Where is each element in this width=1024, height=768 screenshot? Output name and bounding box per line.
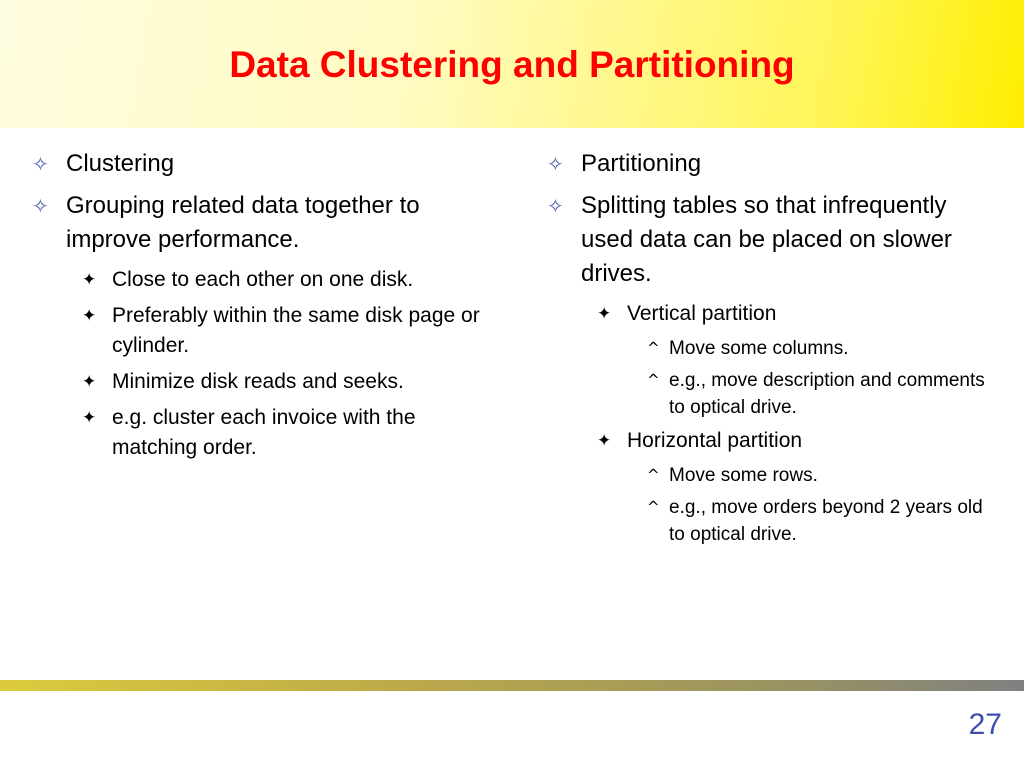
- bullet-text: Preferably within the same disk page or …: [112, 304, 480, 357]
- page-number: 27: [968, 708, 1002, 741]
- bullet-text: Minimize disk reads and seeks.: [112, 370, 404, 393]
- bullet-text: e.g. cluster each invoice with the match…: [112, 406, 416, 459]
- bullet-text: e.g., move description and comments to o…: [669, 370, 985, 418]
- diamond-bullet-icon: ✧: [547, 194, 564, 218]
- right-subbullet-vertical: ✦ Vertical partition: [545, 299, 995, 329]
- caret-bullet-icon: ^: [647, 339, 660, 357]
- title-band: [0, 0, 1024, 128]
- right-subsubbullet-2: ^ e.g., move description and comments to…: [545, 367, 995, 421]
- star-bullet-icon: ✦: [597, 304, 612, 324]
- left-subbullet-1: ✦ Close to each other on one disk.: [30, 265, 500, 295]
- right-subsubbullet-4: ^ e.g., move orders beyond 2 years old t…: [545, 494, 995, 548]
- left-subbullet-3: ✦ Minimize disk reads and seeks.: [30, 367, 500, 397]
- diamond-bullet-icon: ✧: [32, 152, 49, 176]
- star-bullet-icon: ✦: [82, 270, 97, 290]
- bullet-text: Close to each other on one disk.: [112, 268, 414, 291]
- right-subsubbullet-1: ^ Move some columns.: [545, 335, 995, 362]
- left-subbullet-2: ✦ Preferably within the same disk page o…: [30, 301, 500, 361]
- right-column: ✧ Partitioning ✧ Splitting tables so tha…: [545, 147, 995, 553]
- left-subbullet-4: ✦ e.g. cluster each invoice with the mat…: [30, 403, 500, 463]
- bullet-text: Vertical partition: [627, 302, 777, 325]
- bullet-text: Horizontal partition: [627, 429, 803, 452]
- bullet-text: Grouping related data together to improv…: [66, 192, 420, 253]
- star-bullet-icon: ✦: [82, 408, 97, 428]
- diamond-bullet-icon: ✧: [32, 194, 49, 218]
- right-subbullet-horizontal: ✦ Horizontal partition: [545, 426, 995, 456]
- star-bullet-icon: ✦: [597, 431, 612, 451]
- bullet-text: Move some rows.: [669, 465, 818, 486]
- star-bullet-icon: ✦: [82, 372, 97, 392]
- star-bullet-icon: ✦: [82, 306, 97, 326]
- right-bullet-2: ✧ Splitting tables so that infrequently …: [545, 189, 995, 291]
- bullet-text: Move some columns.: [669, 338, 849, 359]
- slide-title: Data Clustering and Partitioning: [229, 44, 795, 85]
- left-bullet-1: ✧ Clustering: [30, 147, 500, 181]
- footer-divider: [0, 680, 1024, 691]
- left-column: ✧ Clustering ✧ Grouping related data tog…: [30, 147, 500, 469]
- left-bullet-2: ✧ Grouping related data together to impr…: [30, 189, 500, 257]
- bullet-text: e.g., move orders beyond 2 years old to …: [669, 497, 983, 545]
- bullet-text: Splitting tables so that infrequently us…: [581, 192, 952, 287]
- bullet-text: Clustering: [66, 150, 175, 177]
- caret-bullet-icon: ^: [647, 371, 660, 389]
- caret-bullet-icon: ^: [647, 498, 660, 516]
- diamond-bullet-icon: ✧: [547, 152, 564, 176]
- caret-bullet-icon: ^: [647, 466, 660, 484]
- right-subsubbullet-3: ^ Move some rows.: [545, 462, 995, 489]
- bullet-text: Partitioning: [581, 150, 702, 177]
- right-bullet-1: ✧ Partitioning: [545, 147, 995, 181]
